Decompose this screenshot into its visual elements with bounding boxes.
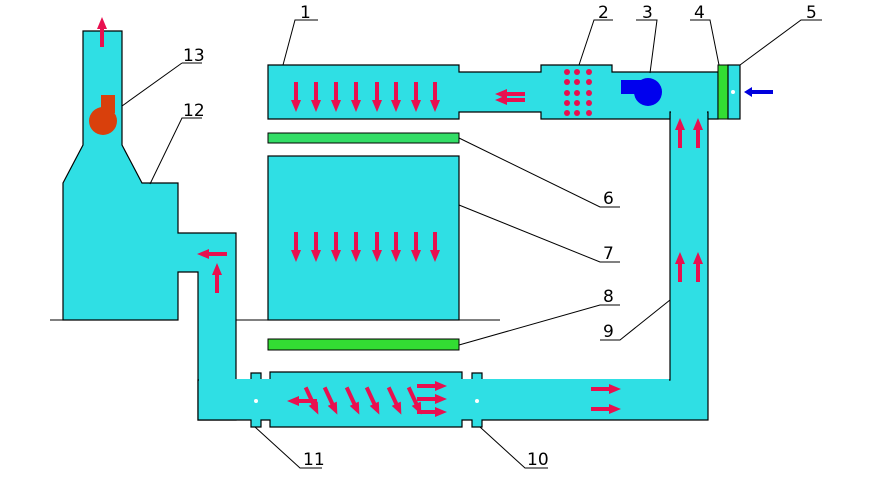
exhaust-fan-icon	[89, 95, 117, 135]
label-8: 8	[603, 287, 614, 307]
blower-fan-icon	[621, 78, 662, 106]
label-6: 6	[603, 189, 614, 209]
label-4: 4	[694, 3, 705, 23]
label-13: 13	[183, 46, 205, 66]
label-7: 7	[603, 244, 614, 264]
label-3: 3	[642, 3, 653, 23]
part-labels: 1 2 3 4 5 6 7 8 9 10 11 12 13	[183, 3, 817, 470]
filter-8	[267, 338, 460, 351]
top-duct	[267, 64, 719, 120]
filter-4	[717, 64, 729, 120]
label-9: 9	[603, 322, 614, 342]
chamber-7	[267, 155, 460, 321]
label-5: 5	[806, 3, 817, 23]
label-10: 10	[527, 450, 549, 470]
leader-lines	[121, 19, 822, 469]
label-11: 11	[303, 450, 325, 470]
inlet-arrow	[744, 87, 773, 97]
label-12: 12	[183, 101, 205, 121]
label-2: 2	[598, 3, 609, 23]
spray-nozzles	[564, 69, 592, 116]
flow-arrows	[97, 17, 773, 417]
label-1: 1	[300, 3, 311, 23]
filter-6	[267, 132, 460, 144]
